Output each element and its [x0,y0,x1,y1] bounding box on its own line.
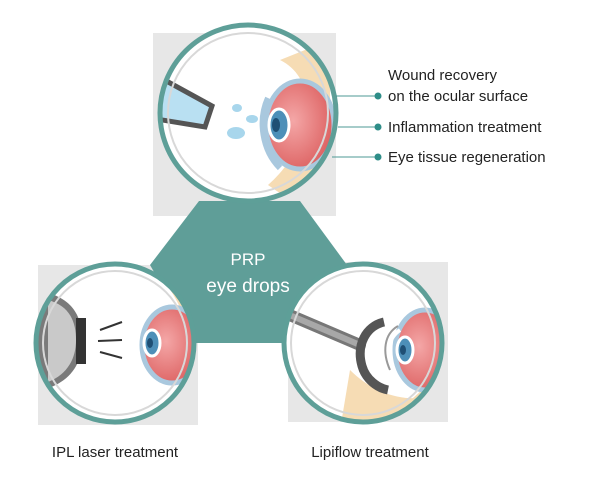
center-title: PRP [231,250,266,269]
eye-icon [139,304,194,386]
benefit-dot [374,123,382,131]
benefit-connectors [332,95,378,158]
drops-icon [227,104,258,139]
benefit-inflammation: Inflammation treatment [388,119,542,136]
benefit-wound-recovery-line1: Wound recovery [388,67,497,84]
eye-icon [259,78,336,172]
label-lipiflow: Lipiflow treatment [311,444,429,461]
laser-beam-icon [97,321,123,359]
benefit-wound-recovery-line2: on the ocular surface [388,88,528,105]
center-subtitle: eye drops [206,276,289,297]
benefit-dot [374,92,382,100]
benefit-dot [374,153,382,161]
lipiflow-device-icon [286,310,402,395]
benefit-regeneration: Eye tissue regeneration [388,149,546,166]
label-ipl-laser: IPL laser treatment [52,444,179,461]
